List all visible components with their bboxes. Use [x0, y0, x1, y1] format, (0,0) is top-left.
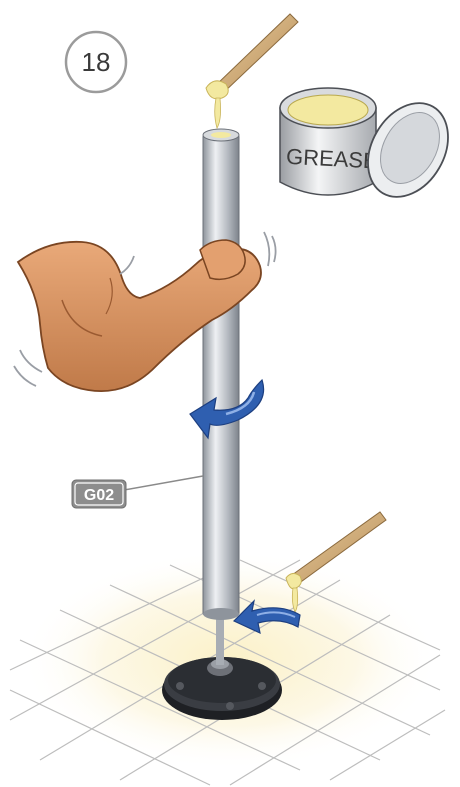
step-number: 18	[82, 47, 111, 77]
grease-can-label: GREASE	[285, 144, 378, 174]
part-callout: G02	[72, 476, 203, 508]
pole-g02	[203, 129, 239, 620]
part-code-label: G02	[84, 487, 114, 504]
grease-can: GREASE	[280, 88, 378, 195]
step-number-badge: 18	[66, 32, 126, 92]
